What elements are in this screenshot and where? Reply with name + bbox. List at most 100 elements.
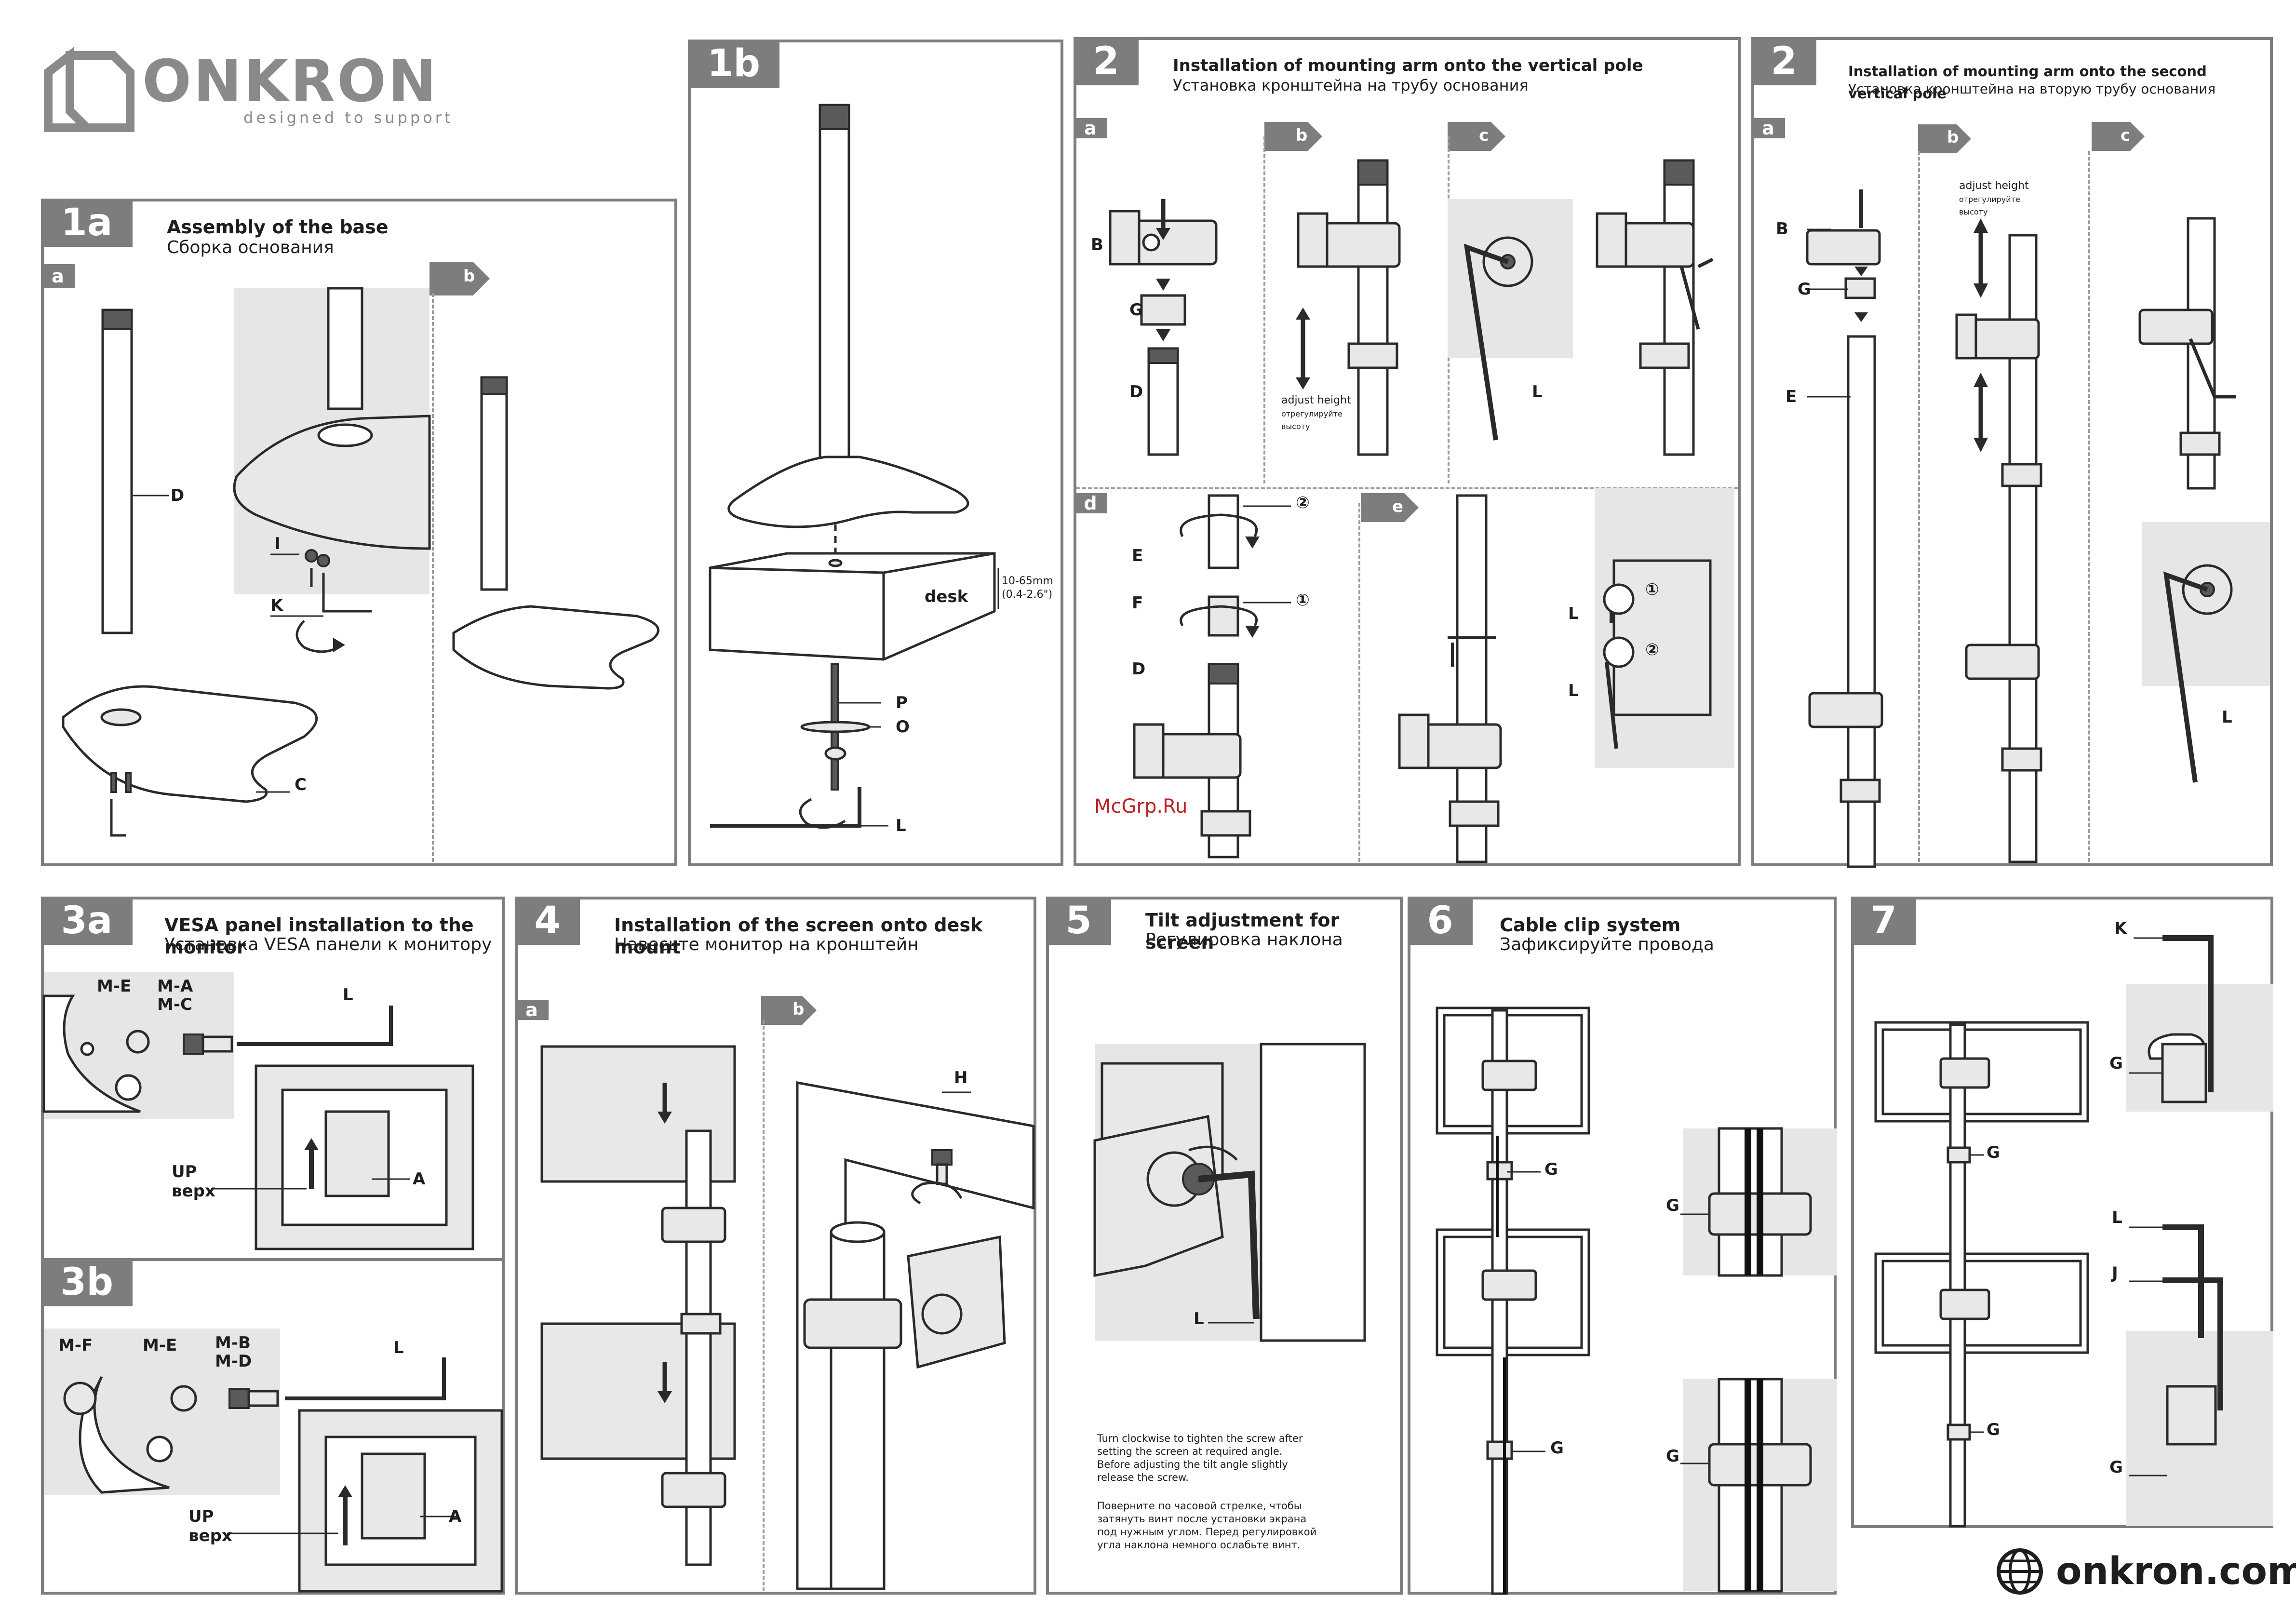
onkron-logo-icon <box>44 46 134 132</box>
step-3a-title-ru: Установка VESA панели к монитору <box>164 935 492 954</box>
substep-arrows <box>1918 122 2145 153</box>
label-G-2: G <box>1550 1438 1564 1458</box>
label-M-A: M-A <box>157 977 193 996</box>
marker-1b: ① <box>1645 580 1659 599</box>
brand-tagline: designed to support <box>243 108 454 127</box>
label-C: C <box>295 775 307 794</box>
label-UP: UP <box>188 1507 214 1526</box>
label-J: J <box>2112 1263 2118 1283</box>
substep-arrows <box>761 996 817 1025</box>
desk-mount-drawing <box>709 104 999 829</box>
globe-icon <box>1997 1548 2043 1595</box>
label-M-C: M-C <box>157 995 192 1014</box>
base-drawing <box>62 287 660 837</box>
website-link[interactable]: onkron.com <box>1996 1545 2296 1598</box>
substep-2b: b <box>1296 126 1308 145</box>
panel-2: 2 Installation of mounting arm onto the … <box>1074 37 1741 866</box>
desk-thickness-in: (0.4-2.6") <box>1002 589 1053 601</box>
label-E: E <box>1132 546 1143 565</box>
label-A: A <box>449 1507 462 1526</box>
label-L: L <box>1532 382 1543 402</box>
label-M-D: M-D <box>215 1352 252 1371</box>
second-pole-drawing <box>1806 189 2236 868</box>
label-L: L <box>2222 708 2232 727</box>
substep-2b-b: b <box>1947 128 1959 147</box>
tilt-drawing <box>1093 1043 1366 1342</box>
label-E: E <box>1786 387 1797 406</box>
watermark: McGrp.Ru <box>1094 795 1188 818</box>
label-K: K <box>270 596 283 615</box>
wrench-drawing <box>1874 935 2223 1528</box>
substep-4b: b <box>792 1000 805 1019</box>
step-3a-tab: 3a <box>41 897 133 945</box>
divider <box>1076 487 1738 489</box>
step-6-title-ru: Зафиксируйте провода <box>1500 935 1714 954</box>
label-G: G <box>1129 300 1143 320</box>
tilt-note-en: Turn clockwise to tighten the screw afte… <box>1097 1433 1303 1483</box>
substep-b-arrow <box>430 262 490 295</box>
divider <box>432 293 434 862</box>
label-UP: UP <box>172 1162 197 1181</box>
panel-3b: 3b M-F M-E M-B M-D L A UP верх <box>41 1258 505 1595</box>
step-1a-tab: 1a <box>41 199 133 247</box>
divider <box>1263 136 1265 483</box>
marker-2b: ② <box>1645 640 1659 659</box>
step-2b-title-ru: Установка кронштейна на вторую трубу осн… <box>1848 81 2216 97</box>
arm-pole-drawing <box>1109 159 1714 863</box>
step-1b-tab: 1b <box>688 40 779 88</box>
adjust-height-ru: отрегулируйте высоту <box>1959 195 2020 216</box>
brand-logo: ONKRON designed to support <box>41 41 456 133</box>
step-2b-title-en: Installation of mounting arm onto the se… <box>1848 63 2207 102</box>
label-A: A <box>413 1169 426 1189</box>
panel-1a: 1a Assembly of the base Сборка основания… <box>41 199 677 866</box>
marker-1: ① <box>1296 591 1310 610</box>
step-1a-title-ru: Сборка основания <box>167 238 334 257</box>
substep-arrows <box>1264 122 1505 522</box>
label-H: H <box>954 1068 968 1087</box>
panel-2-second-pole: 2 Installation of mounting arm onto the … <box>1751 37 2273 868</box>
label-F: F <box>1132 593 1143 613</box>
substep-2d: d <box>1074 493 1107 513</box>
monitor-mount-drawing <box>540 1045 1035 1590</box>
label-I: I <box>274 534 281 553</box>
panel-6: 6 Cable clip system Зафиксируйте провода… <box>1408 897 1837 1595</box>
panel-3a: 3a VESA panel installation to the monito… <box>41 897 505 1268</box>
divider <box>763 1020 765 1591</box>
label-G-3: G <box>1666 1196 1679 1215</box>
label-verh: верх <box>172 1181 215 1201</box>
label-G-2: G <box>1987 1143 2000 1162</box>
substep-2c: c <box>1479 126 1489 145</box>
label-L: L <box>343 985 353 1005</box>
label-M-E: M-E <box>97 977 132 996</box>
step-4-title-en: Installation of the screen onto desk mou… <box>614 914 983 958</box>
substep-2e: e <box>1392 497 1404 516</box>
label-L3: L <box>1568 681 1579 700</box>
label-L: L <box>1194 1309 1204 1329</box>
step-5-title-en: Tilt adjustment for screen <box>1145 910 1340 953</box>
step-2-title-ru: Установка кронштейна на трубу основания <box>1173 76 1529 94</box>
step-3a-title-en: VESA panel installation to the monitor <box>164 914 474 958</box>
adjust-height-ru: отрегулируйте высоту <box>1281 409 1343 431</box>
substep-4a: a <box>515 1000 549 1020</box>
label-D: D <box>171 486 185 505</box>
step-1a-title-en: Assembly of the base <box>167 216 389 238</box>
label-M-B: M-B <box>215 1333 251 1353</box>
desk-thickness: 10-65mm <box>1002 575 1053 587</box>
step-6-tab: 6 <box>1408 897 1473 945</box>
divider <box>1358 503 1360 862</box>
panel-7: 7 K G G L J G G <box>1851 897 2273 1528</box>
label-B: B <box>1091 235 1103 255</box>
substep-2b-a: a <box>1751 118 1785 138</box>
label-L: L <box>896 816 906 835</box>
step-4-tab: 4 <box>515 897 580 945</box>
label-K: K <box>2114 919 2127 938</box>
label-L2: L <box>1568 604 1579 623</box>
panel-4: 4 Installation of the screen onto desk m… <box>515 897 1036 1595</box>
step-2-title-en: Installation of mounting arm onto the ve… <box>1173 56 1643 75</box>
vesa-drawing-3a <box>42 994 474 1250</box>
label-D: D <box>1129 382 1143 402</box>
label-L: L <box>2112 1208 2122 1227</box>
label-G-3: G <box>1987 1420 2000 1439</box>
label-M-F: M-F <box>58 1336 93 1355</box>
label-verh: верх <box>188 1526 232 1545</box>
